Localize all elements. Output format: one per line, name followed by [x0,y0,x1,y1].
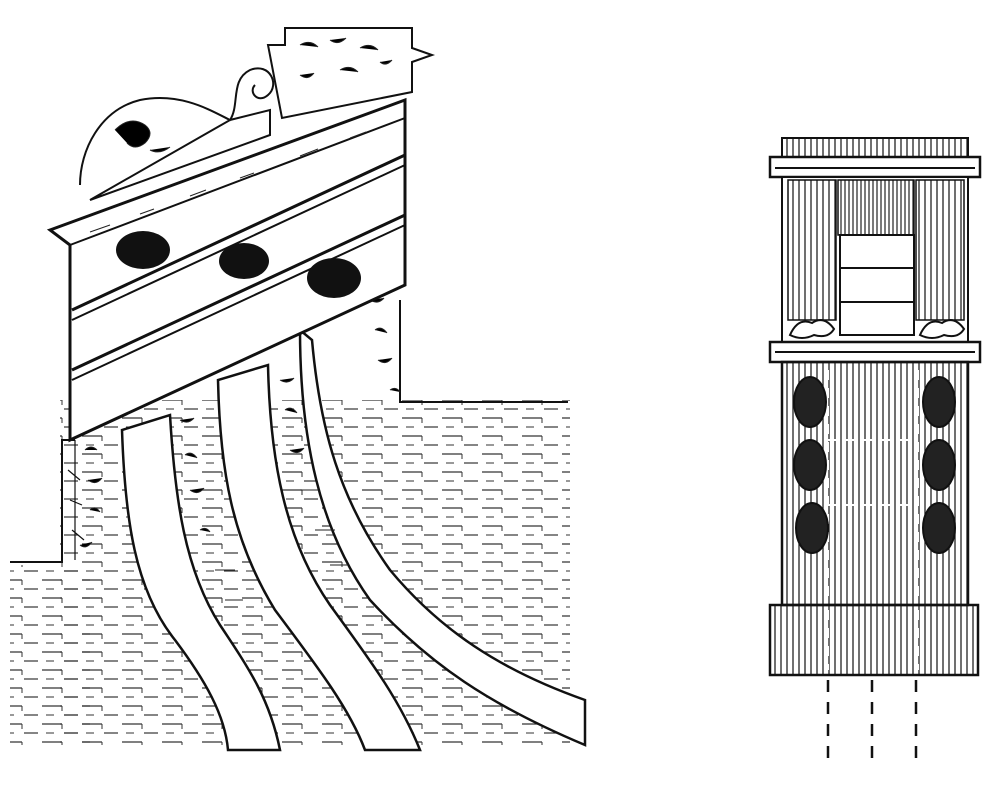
elevation-foliage-left [788,319,836,339]
elevation-opening-right-3 [922,502,956,554]
elevation-hidden-flues [827,370,919,600]
cornice-crest [79,27,436,201]
elevation-louvre-panel [839,234,915,336]
elevation-side-column-left [787,179,837,321]
elevation-flue-continuations [826,680,918,760]
elevation-opening-left-3 [795,502,829,554]
elevation-side-column-right [915,179,965,321]
flue-opening-1 [116,231,170,269]
elevation-opening-right-2 [922,439,956,491]
elevation-opening-right-1 [922,376,956,428]
elevation-view [768,137,982,760]
elevation-opening-left-2 [793,439,827,491]
elevation-openings [793,376,956,554]
elevation-opening-left-1 [793,376,827,428]
stone-jamb-left [67,440,103,560]
flue-pipes [120,297,587,752]
elevation-foliage-right [918,319,966,339]
flue-pipe-2 [216,363,422,752]
flue-pipe-3 [298,327,587,747]
flue-opening-3 [307,258,361,298]
elevation-cap [781,137,969,159]
perspective-view [10,27,587,752]
hood-slab [46,97,407,443]
scroll-ornament [79,67,275,201]
flue-opening-2 [219,243,269,279]
flue-pipe-1 [120,413,282,752]
